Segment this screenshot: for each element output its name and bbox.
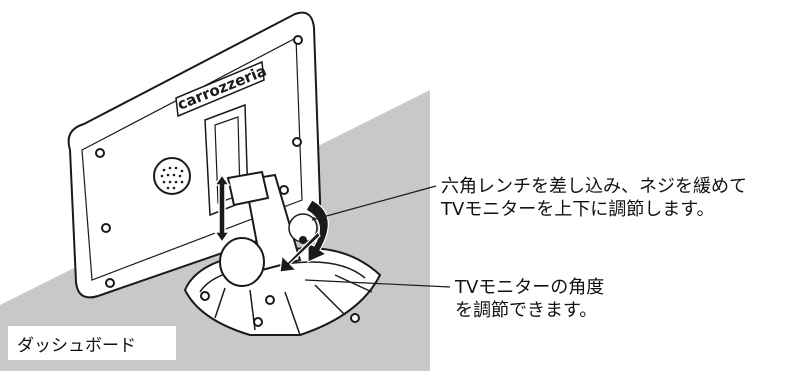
leader-line-wrench [311,185,437,221]
dashboard-label-box [8,326,176,360]
suction-base [183,170,382,336]
wrench-adjust-callout: 六角レンチを差し込み、ネジを緩めて TVモニターを上下に調節します。 [441,175,747,221]
leader-line-angle [304,279,451,288]
angle-adjust-callout: TVモニターの角度 を調節できます。 [455,276,604,322]
callout-2-line2: を調節できます。 [455,300,598,321]
callout-1-line2: TVモニターを上下に調節します。 [441,199,715,220]
callout-2-line1: TVモニターの角度 [455,277,605,298]
up-down-arrow-icon [213,173,231,244]
dashboard-label: ダッシュボード [17,336,136,356]
rotate-arrow-icon [279,199,329,273]
callout-1-line1: 六角レンチを差し込み、ネジを緩めて [441,176,747,197]
